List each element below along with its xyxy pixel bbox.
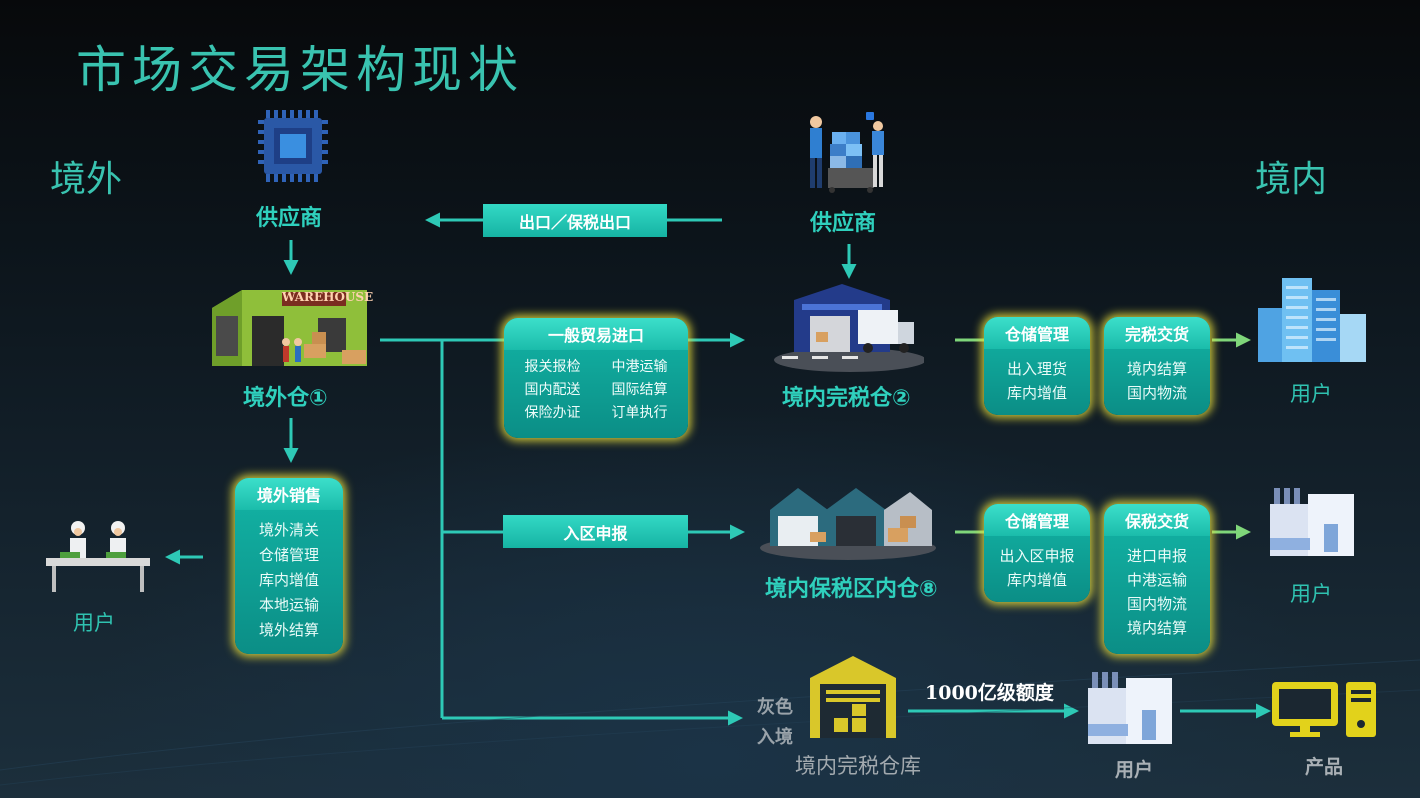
warehouse-foreign-label: 境外仓① [243,386,328,411]
factory-icon [1088,672,1172,744]
delivery-item: 境内结算 [1126,619,1187,637]
foreign-sales-card: 境外销售 境外清关 仓储管理 库内增值 本地运输 境外结算 [235,478,343,654]
warehouse-building-icon [212,290,367,366]
row1-delivery-card: 完税交货 境内结算 国内物流 [1104,317,1210,415]
sales-item: 仓储管理 [258,546,319,564]
user-label-row1: 用户 [1290,382,1332,406]
general-trade-card: 一般贸易进口 报关报检 中港运输 国内配送 国际结算 保险办证 订单执行 [504,318,688,438]
storage-item: 库内增值 [1006,384,1067,402]
user-label-foreign: 用户 [73,611,115,635]
user-label-row2: 用户 [1290,582,1332,606]
delivery-item: 国内物流 [1126,595,1187,613]
product-label: 产品 [1305,756,1344,778]
grey-entry-text: 灰色 入境 [757,693,793,753]
buildings-icon [1258,278,1366,362]
sales-item: 境外清关 [258,521,319,539]
quota-label: 1000亿级额度 [925,682,1054,704]
bottom-user-label: 用户 [1115,759,1154,781]
trade-item: 国际结算 [611,382,668,398]
supplier-domestic-label: 供应商 [810,211,877,236]
trade-item: 报关报检 [524,359,581,375]
storage-item: 出入理货 [1006,360,1067,378]
trunk-line [380,338,444,718]
trade-item: 订单执行 [611,405,668,421]
grey-entry-line: 灰色 [757,697,793,718]
bonded-warehouse-icon [760,488,936,560]
storage-item: 出入区申报 [999,547,1075,565]
warehouse-paid-label: 境内完税仓② [782,386,911,411]
grey-warehouse-icon [810,656,896,738]
row1-storage-header: 仓储管理 [984,317,1090,349]
grey-warehouse-label: 境内完税仓库 [795,754,921,778]
page-title: 市场交易架构现状 [76,41,524,99]
delivery-item: 国内物流 [1126,384,1187,402]
trade-item: 中港运输 [611,359,668,375]
computer-icon [1272,682,1376,737]
factory-icon [1270,488,1354,556]
sales-item: 本地运输 [258,596,319,614]
row1-delivery-header: 完税交货 [1104,317,1210,349]
region-label-foreign: 境外 [50,159,123,200]
trade-item: 国内配送 [524,382,581,398]
delivery-item: 中港运输 [1126,571,1187,589]
row2-delivery-card: 保税交货 进口申报 中港运输 国内物流 境内结算 [1104,504,1210,654]
delivery-item: 进口申报 [1126,547,1187,565]
export-tag: 出口／保税出口 [483,204,667,237]
row2-storage-card: 仓储管理 出入区申报 库内增值 [984,504,1090,602]
foreign-sales-header: 境外销售 [235,478,343,510]
chip-icon [258,110,328,182]
supplier-people-icon [810,112,884,193]
row2-delivery-header: 保税交货 [1104,504,1210,536]
sales-item: 库内增值 [258,571,319,589]
paid-warehouse-truck-icon [774,284,924,372]
storage-item: 库内增值 [1006,571,1067,589]
workers-icon [46,521,150,592]
zone-declare-tag: 入区申报 [503,515,688,548]
warehouse-sign-text: WAREHOUSE [282,290,374,304]
grey-entry-line: 入境 [757,727,793,748]
delivery-item: 境内结算 [1126,360,1187,378]
warehouse-bonded-label: 境内保税区内仓⑧ [765,577,938,602]
supplier-foreign-label: 供应商 [256,206,323,231]
row1-storage-card: 仓储管理 出入理货 库内增值 [984,317,1090,415]
general-trade-header: 一般贸易进口 [504,318,688,350]
region-label-domestic: 境内 [1255,159,1328,200]
sales-item: 境外结算 [258,621,319,639]
trade-item: 保险办证 [524,405,581,421]
row2-storage-header: 仓储管理 [984,504,1090,536]
